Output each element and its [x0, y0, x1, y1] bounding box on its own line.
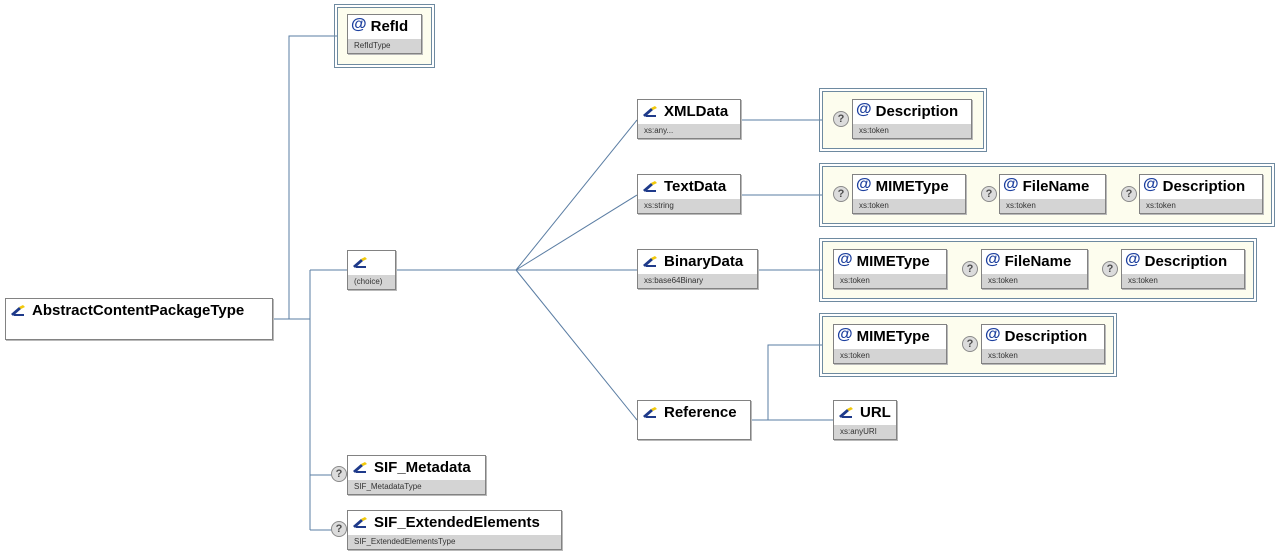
optional-icon: ?: [331, 521, 347, 537]
sif-metadata-label: SIF_Metadata: [374, 459, 471, 476]
optional-icon: ?: [962, 261, 978, 277]
optional-icon: ?: [833, 111, 849, 127]
reference-mimetype-attribute[interactable]: @MIMEType xs:token: [833, 324, 947, 364]
attribute-icon: @: [837, 250, 853, 268]
attribute-label: Description: [1162, 178, 1246, 195]
url-type: xs:anyURI: [834, 425, 896, 439]
textdata-filename-attribute[interactable]: @FileName xs:token: [999, 174, 1106, 214]
binarydata-mimetype-attribute[interactable]: @MIMEType xs:token: [833, 249, 947, 289]
optional-icon: ?: [331, 466, 347, 482]
attribute-type: xs:token: [1122, 274, 1244, 288]
attribute-type: xs:token: [834, 274, 946, 288]
refid-attribute[interactable]: @RefId RefIdType: [347, 14, 422, 54]
optional-icon: ?: [1102, 261, 1118, 277]
sif-metadata-type: SIF_MetadataType: [348, 480, 485, 494]
attribute-type: xs:token: [982, 274, 1087, 288]
attribute-icon: @: [1125, 250, 1141, 268]
url-element[interactable]: URL xs:anyURI: [833, 400, 897, 440]
root-type-box[interactable]: AbstractContentPackageType: [5, 298, 273, 340]
attribute-icon: @: [856, 100, 872, 118]
sif-extended-elements-type: SIF_ExtendedElementsType: [348, 535, 561, 549]
optional-icon: ?: [981, 186, 997, 202]
reference-element[interactable]: Reference: [637, 400, 751, 440]
choice-icon: [353, 256, 367, 268]
attribute-icon: @: [1143, 175, 1159, 193]
xmldata-label: XMLData: [664, 103, 729, 120]
sif-extended-elements-label: SIF_ExtendedElements: [374, 514, 540, 531]
element-icon: [353, 461, 367, 473]
binarydata-type: xs:base64Binary: [638, 274, 757, 288]
element-icon: [643, 105, 657, 117]
textdata-mimetype-attribute[interactable]: @MIMEType xs:token: [852, 174, 966, 214]
attribute-label: Description: [1144, 253, 1228, 270]
optional-icon: ?: [833, 186, 849, 202]
binarydata-element[interactable]: BinaryData xs:base64Binary: [637, 249, 758, 289]
sif-metadata-element[interactable]: SIF_Metadata SIF_MetadataType: [347, 455, 486, 495]
attribute-type: xs:token: [1000, 199, 1105, 213]
attribute-type: xs:token: [834, 349, 946, 363]
binarydata-filename-attribute[interactable]: @FileName xs:token: [981, 249, 1088, 289]
textdata-label: TextData: [664, 178, 727, 195]
attribute-type: xs:token: [1140, 199, 1262, 213]
attribute-label: MIMEType: [856, 253, 930, 270]
refid-type: RefIdType: [348, 39, 421, 53]
root-label: AbstractContentPackageType: [32, 302, 245, 319]
element-icon: [643, 180, 657, 192]
textdata-description-attribute[interactable]: @Description xs:token: [1139, 174, 1263, 214]
element-icon: [643, 255, 657, 267]
reference-label: Reference: [664, 404, 737, 421]
url-label: URL: [860, 404, 891, 421]
element-icon: [353, 516, 367, 528]
attribute-label: FileName: [1004, 253, 1072, 270]
attribute-label: MIMEType: [875, 178, 949, 195]
xmldata-type: xs:any...: [638, 124, 740, 138]
xmldata-description-attribute[interactable]: @Description xs:token: [852, 99, 972, 139]
reference-description-attribute[interactable]: @Description xs:token: [981, 324, 1105, 364]
attribute-type: xs:token: [853, 199, 965, 213]
attribute-type: xs:token: [982, 349, 1104, 363]
textdata-type: xs:string: [638, 199, 740, 213]
attribute-icon: @: [351, 15, 367, 33]
attribute-icon: @: [985, 325, 1001, 343]
optional-icon: ?: [1121, 186, 1137, 202]
element-icon: [643, 406, 657, 418]
attribute-type: xs:token: [853, 124, 971, 138]
attribute-label: FileName: [1022, 178, 1090, 195]
choice-label: (choice): [348, 275, 395, 289]
textdata-element[interactable]: TextData xs:string: [637, 174, 741, 214]
element-icon: [11, 304, 25, 316]
attribute-icon: @: [837, 325, 853, 343]
binarydata-description-attribute[interactable]: @Description xs:token: [1121, 249, 1245, 289]
xmldata-element[interactable]: XMLData xs:any...: [637, 99, 741, 139]
sif-extended-elements-element[interactable]: SIF_ExtendedElements SIF_ExtendedElement…: [347, 510, 562, 550]
attribute-icon: @: [985, 250, 1001, 268]
attribute-icon: @: [856, 175, 872, 193]
optional-icon: ?: [962, 336, 978, 352]
attribute-label: Description: [875, 103, 959, 120]
binarydata-label: BinaryData: [664, 253, 744, 270]
attribute-label: Description: [1004, 328, 1088, 345]
element-icon: [839, 406, 853, 418]
attribute-label: MIMEType: [856, 328, 930, 345]
attribute-icon: @: [1003, 175, 1019, 193]
choice-compositor[interactable]: (choice): [347, 250, 396, 290]
refid-label: RefId: [370, 18, 409, 35]
